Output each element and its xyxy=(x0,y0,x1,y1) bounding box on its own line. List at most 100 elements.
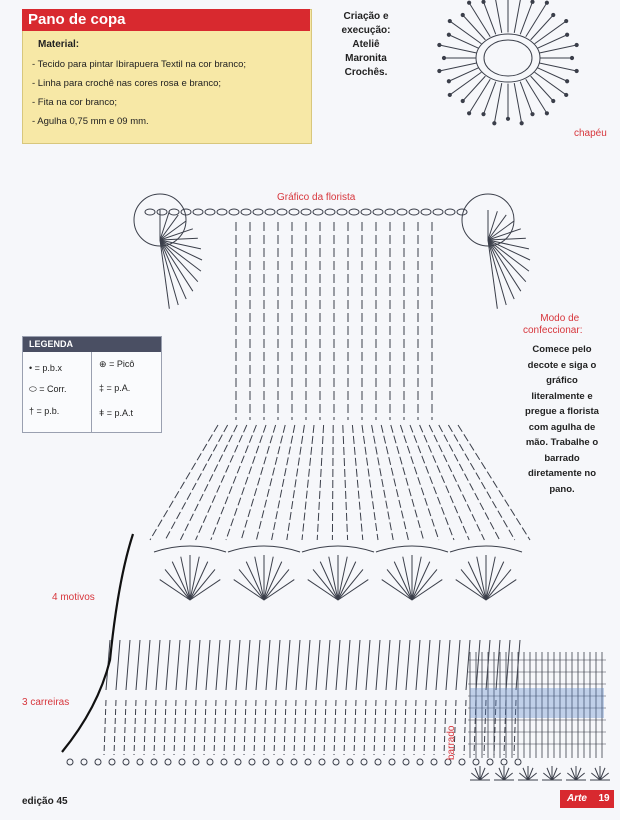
skirt-column xyxy=(240,424,277,541)
hem-picot xyxy=(374,758,382,766)
materials-box xyxy=(22,9,312,144)
lower-skirt-stitch xyxy=(455,639,461,691)
credits: Criação e execução: Ateliê Maronita Croc… xyxy=(330,10,402,80)
lower-skirt-stitch xyxy=(425,639,431,691)
chain-stitch xyxy=(288,208,300,216)
sleeve-stitch xyxy=(159,239,194,292)
sleeve-stitch xyxy=(487,211,498,241)
hem-picot xyxy=(402,758,410,766)
modo-instructions: Comece pelo decote e siga o gráfico lite… xyxy=(516,342,608,497)
motif-stitch xyxy=(189,579,221,601)
hat-dot xyxy=(564,18,569,24)
skirt-column xyxy=(255,424,286,541)
motif-stitch xyxy=(319,561,339,601)
skirt-column xyxy=(164,424,229,541)
lower-skirt-stitch xyxy=(445,639,451,691)
lower-skirt-stitch xyxy=(355,639,361,691)
hat-stitch xyxy=(525,79,548,114)
barrado-fan xyxy=(591,772,601,781)
barrado-fan xyxy=(522,767,529,781)
barrado-fan xyxy=(519,772,529,781)
hat-stitch xyxy=(539,44,577,54)
hat-stitch xyxy=(537,34,568,49)
hat-stitch xyxy=(530,75,554,102)
hem-picot xyxy=(514,758,522,766)
hat-stitch xyxy=(534,71,567,96)
motif-stitch xyxy=(189,556,200,601)
hem-stitch xyxy=(453,699,457,756)
lower-skirt-stitch xyxy=(255,639,261,691)
skirt-column xyxy=(419,424,470,541)
hat-stitch xyxy=(439,62,477,72)
lower-skirt-stitch xyxy=(465,639,471,691)
skirt-column xyxy=(399,424,440,541)
instruction-line: pregue a florista xyxy=(525,406,599,417)
motif-stitch xyxy=(411,569,438,601)
hat-dot xyxy=(437,68,442,74)
skirt-column xyxy=(447,424,516,541)
motif-stitch xyxy=(328,556,339,601)
hat-dot xyxy=(519,121,524,126)
chain-stitch xyxy=(360,208,372,216)
motif-stitch xyxy=(485,579,517,601)
instruction-line: diretamente no xyxy=(527,468,597,479)
sleeve-stitch xyxy=(487,214,507,241)
motif-scallop xyxy=(301,545,375,553)
legend-item: ⬭ = Corr. xyxy=(29,384,67,394)
barrado-fan xyxy=(479,767,486,781)
hat-stitch xyxy=(493,83,503,124)
barrado-fan xyxy=(575,772,585,781)
barrado-fan xyxy=(546,767,553,781)
chain-stitch xyxy=(300,208,312,216)
hat-stitch xyxy=(462,14,486,41)
barrado-fan xyxy=(471,772,481,781)
instruction-line: mão. Trabalhe o xyxy=(525,437,599,448)
hem-stitch xyxy=(193,699,197,756)
lower-skirt-stitch xyxy=(275,639,281,691)
skirt-column xyxy=(179,424,238,541)
skirt-column xyxy=(210,424,257,541)
hem-stitch xyxy=(483,699,487,756)
legend-symbol: ‡ xyxy=(99,383,105,393)
credit-line: Crochês. xyxy=(344,67,388,78)
motif-stitch xyxy=(411,579,443,601)
chain-stitch xyxy=(240,208,252,216)
motif-stitch xyxy=(238,569,265,601)
motif-scallop xyxy=(227,545,301,553)
lower-skirt-stitch xyxy=(195,639,201,691)
hem-picot xyxy=(486,758,494,766)
legend-item: ⊕ = Picô xyxy=(99,359,135,369)
hem-stitch xyxy=(333,699,337,756)
legend-symbol: ⊕ xyxy=(99,359,107,369)
hem-stitch xyxy=(413,699,417,756)
hem-stitch xyxy=(213,699,217,756)
lower-skirt-stitch xyxy=(205,639,211,691)
hat-dot xyxy=(460,12,465,18)
lower-skirt-stitch xyxy=(155,639,161,691)
instruction-line: decote e siga o xyxy=(527,359,597,371)
skirt-column xyxy=(342,424,349,541)
lower-skirt-stitch xyxy=(505,639,511,691)
hat-stitch xyxy=(468,2,491,37)
sleeve-stitch xyxy=(487,237,526,241)
legend-item: ǂ = p.A.t xyxy=(99,408,134,418)
grafico-label: Gráfico da florista xyxy=(277,192,356,203)
hat-dot xyxy=(460,98,465,104)
lower-skirt-stitch xyxy=(295,639,301,691)
chain-stitch xyxy=(408,208,420,216)
hem-picot xyxy=(500,758,508,766)
hem-picot xyxy=(248,758,256,766)
hat-stitch xyxy=(462,75,486,102)
hat-dot xyxy=(544,0,549,5)
hem-stitch xyxy=(233,699,237,756)
skirt-column xyxy=(225,424,267,541)
material-item: - Fita na cor branco; xyxy=(32,97,118,108)
hat-dot xyxy=(551,12,556,18)
hat-stitch xyxy=(439,44,477,54)
lower-skirt-stitch xyxy=(305,639,311,691)
motif-scallop xyxy=(375,545,449,553)
skirt-column xyxy=(361,424,379,541)
barrado-fan xyxy=(599,767,606,781)
barrado-fan xyxy=(543,772,553,781)
